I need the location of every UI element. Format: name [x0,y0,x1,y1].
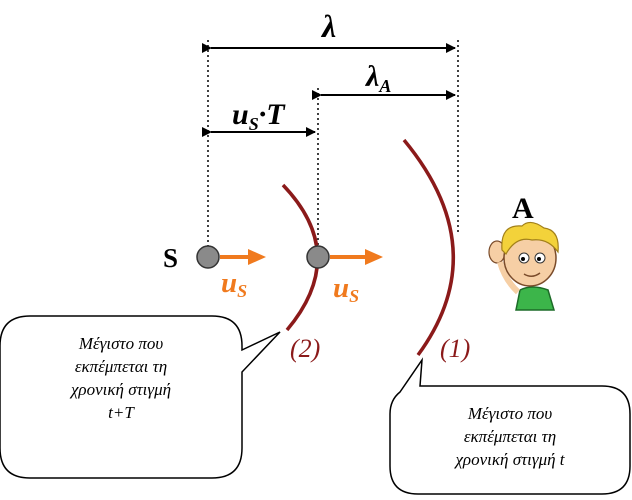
callout-right-line: Μέγιστο που [467,404,553,423]
velocity-label-1: uS [221,267,247,301]
callout-left-line: χρονική στιγμή [70,380,172,399]
source-dot-moved [306,245,330,269]
callout-bubble-right [389,357,631,495]
crest-1-label: (1) [440,334,470,363]
callout-right-line: χρονική στιγμή t [455,450,565,469]
velocity-label-2: uS [333,272,359,306]
callout-text-left: Μέγιστο που εκπέμπεται τη χρονική στιγμή… [6,332,236,424]
source-label: S [163,243,178,273]
callout-right-line: εκπέμπεται τη [463,427,557,446]
wavefront-crest-1 [402,138,455,357]
us-t-label: uS·T [232,98,286,134]
callout-left-line: Μέγιστο που [78,334,164,353]
lambda-label: λ [320,8,336,44]
callout-text-right: Μέγιστο που εκπέμπεται τη χρονική στιγμή… [396,402,624,471]
listener-label: A [512,192,534,225]
callout-bubble-left [0,315,281,479]
crest-2-label: (2) [290,334,320,363]
source-dot [196,245,220,269]
lambda-a-label: λA [364,60,391,96]
velocity-arrow-icon [220,249,266,265]
callout-left-line: εκπέμπεται τη [74,357,168,376]
cartoon-boy-listening-icon [488,221,559,311]
callout-left-line: t+T [108,403,134,422]
velocity-arrow-icon [330,249,383,265]
